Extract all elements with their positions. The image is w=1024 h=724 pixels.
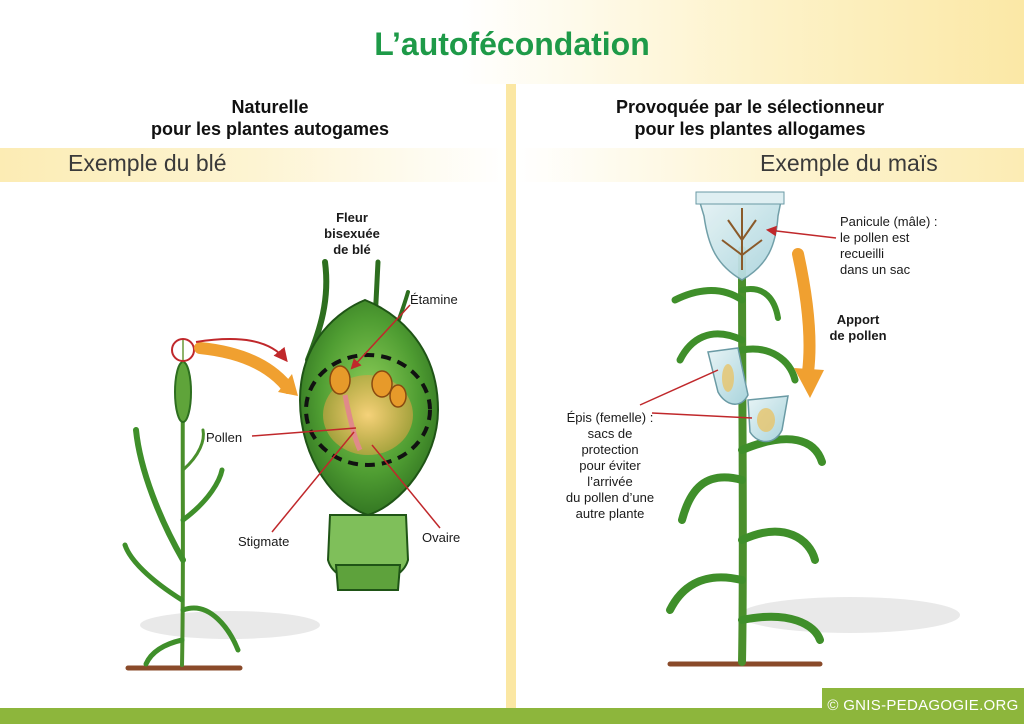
pointer-epis-lower: [651, 412, 753, 419]
panicule-line1: Panicule (mâle) :: [840, 214, 938, 229]
left-heading: Naturelle pour les plantes autogames: [60, 96, 480, 140]
left-heading-line2: pour les plantes autogames: [150, 119, 390, 139]
right-heading: Provoquée par le sélectionneur pour les …: [540, 96, 960, 140]
left-example-band: [0, 148, 506, 182]
title-band: [0, 0, 1024, 84]
pollen-flow-arrow-right: [792, 248, 816, 378]
epis-line2: sacs de: [587, 426, 633, 441]
label-etamine: Étamine: [410, 292, 458, 307]
pointer-stigmate: [271, 431, 355, 533]
epis-line5: l’arrivée: [587, 474, 633, 489]
flower-title-line3: de blé: [333, 242, 371, 257]
flower-title-line1: Fleur: [336, 210, 368, 225]
maize-plant: [666, 246, 826, 666]
right-example-label: Exemple du maïs: [760, 150, 938, 176]
panicule-line2: le pollen est: [840, 230, 910, 245]
label-stigmate: Stigmate: [238, 534, 290, 549]
label-apport: Apport de pollen: [818, 312, 898, 344]
apport-line2: de pollen: [829, 328, 887, 343]
label-pollen: Pollen: [206, 430, 243, 445]
flower-title-line2: bisexuée: [324, 226, 380, 241]
pointer-epis-upper: [639, 369, 719, 406]
apport-line1: Apport: [836, 312, 880, 327]
label-panicule: Panicule (mâle) : le pollen est recueill…: [840, 214, 980, 278]
tassel-bag: [695, 191, 785, 281]
page-title: L’autofécondation: [374, 26, 650, 62]
left-example-label: Exemple du blé: [68, 150, 227, 176]
pollen-flow-arrow-left: [194, 342, 294, 394]
epis-line3: protection: [581, 442, 639, 457]
center-divider: [506, 84, 516, 708]
label-ovaire: Ovaire: [422, 530, 461, 545]
epis-line6: du pollen d’une: [565, 490, 655, 505]
epis-line1: Épis (femelle) :: [566, 410, 654, 425]
flower-title: Fleur bisexuée de blé: [312, 210, 392, 258]
right-heading-line1: Provoquée par le sélectionneur: [615, 97, 885, 117]
pointer-panicule: [765, 225, 837, 239]
panicule-line3: recueilli: [840, 246, 885, 261]
epis-line7: autre plante: [575, 506, 645, 521]
right-example-band: [516, 148, 1024, 182]
ear-bag-upper: [707, 347, 749, 405]
panicule-line4: dans un sac: [840, 262, 911, 277]
credit-link[interactable]: © GNIS-PEDAGOGIE.ORG: [822, 688, 1024, 724]
pointer-ovaire: [371, 444, 441, 529]
label-epis: Épis (femelle) : sacs de protection pour…: [546, 410, 674, 522]
pointer-pollen: [251, 427, 357, 437]
ground-left: [125, 611, 320, 671]
left-heading-line1: Naturelle: [231, 97, 309, 117]
wheat-flower-illustration: [298, 259, 440, 591]
wheat-plant: [122, 338, 241, 667]
zoom-arrow-left: [195, 338, 288, 363]
ear-bag-lower: [747, 395, 789, 443]
footer-bar: [0, 708, 1024, 724]
right-heading-line2: pour les plantes allogames: [634, 119, 866, 139]
epis-line4: pour éviter: [579, 458, 641, 473]
pointer-etamine: [350, 304, 411, 370]
